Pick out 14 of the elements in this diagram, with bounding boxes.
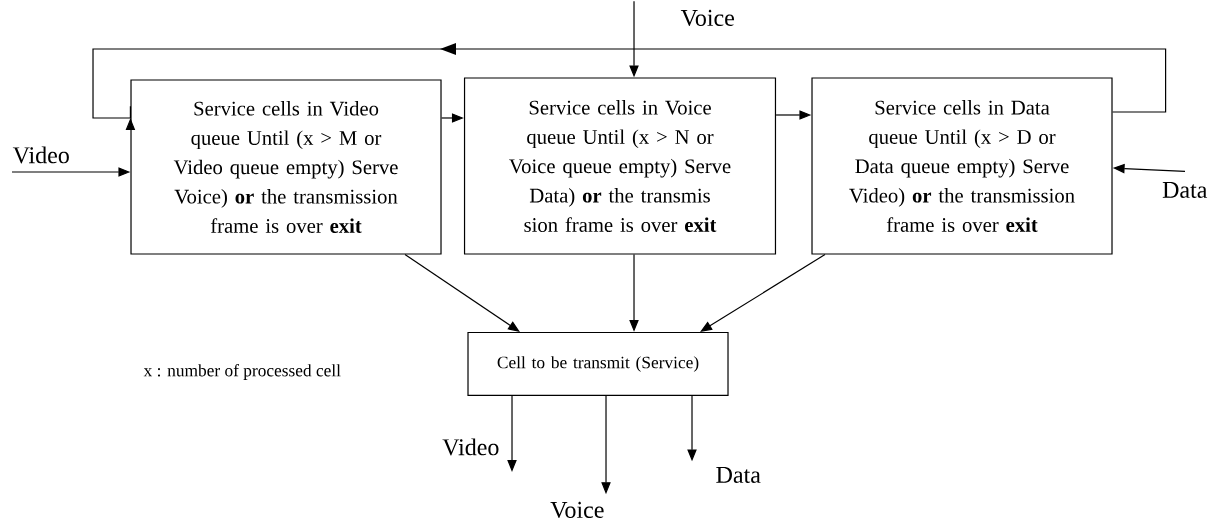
signal-label: Data bbox=[1162, 182, 1208, 198]
signal-label: Voice bbox=[680, 9, 734, 27]
signal-label: Video bbox=[442, 438, 499, 456]
arrow bbox=[404, 254, 520, 332]
signal-label: Data bbox=[716, 467, 761, 483]
signal-label: Voice bbox=[550, 501, 604, 519]
process-box: Service cells in Voice queue Until (x > N or Voice queue empty) Serve Data) or the transmis sion frame is over exit bbox=[463, 77, 777, 255]
note: x : number of processed cell bbox=[143, 364, 341, 380]
process-box: Service cells in Data queue Until (x > D or Data queue empty) Serve Video) or the transmission frame is over exit bbox=[811, 77, 1113, 255]
signal-label: Video bbox=[12, 146, 69, 164]
process-box: Service cells in Video queue Until (x > M or Video queue empty) Serve Voice) or the transmission frame is over exit bbox=[130, 79, 442, 255]
arrow bbox=[92, 43, 1167, 130]
arrow bbox=[700, 254, 826, 332]
process-box: Cell to be transmit (Service) bbox=[467, 331, 729, 397]
